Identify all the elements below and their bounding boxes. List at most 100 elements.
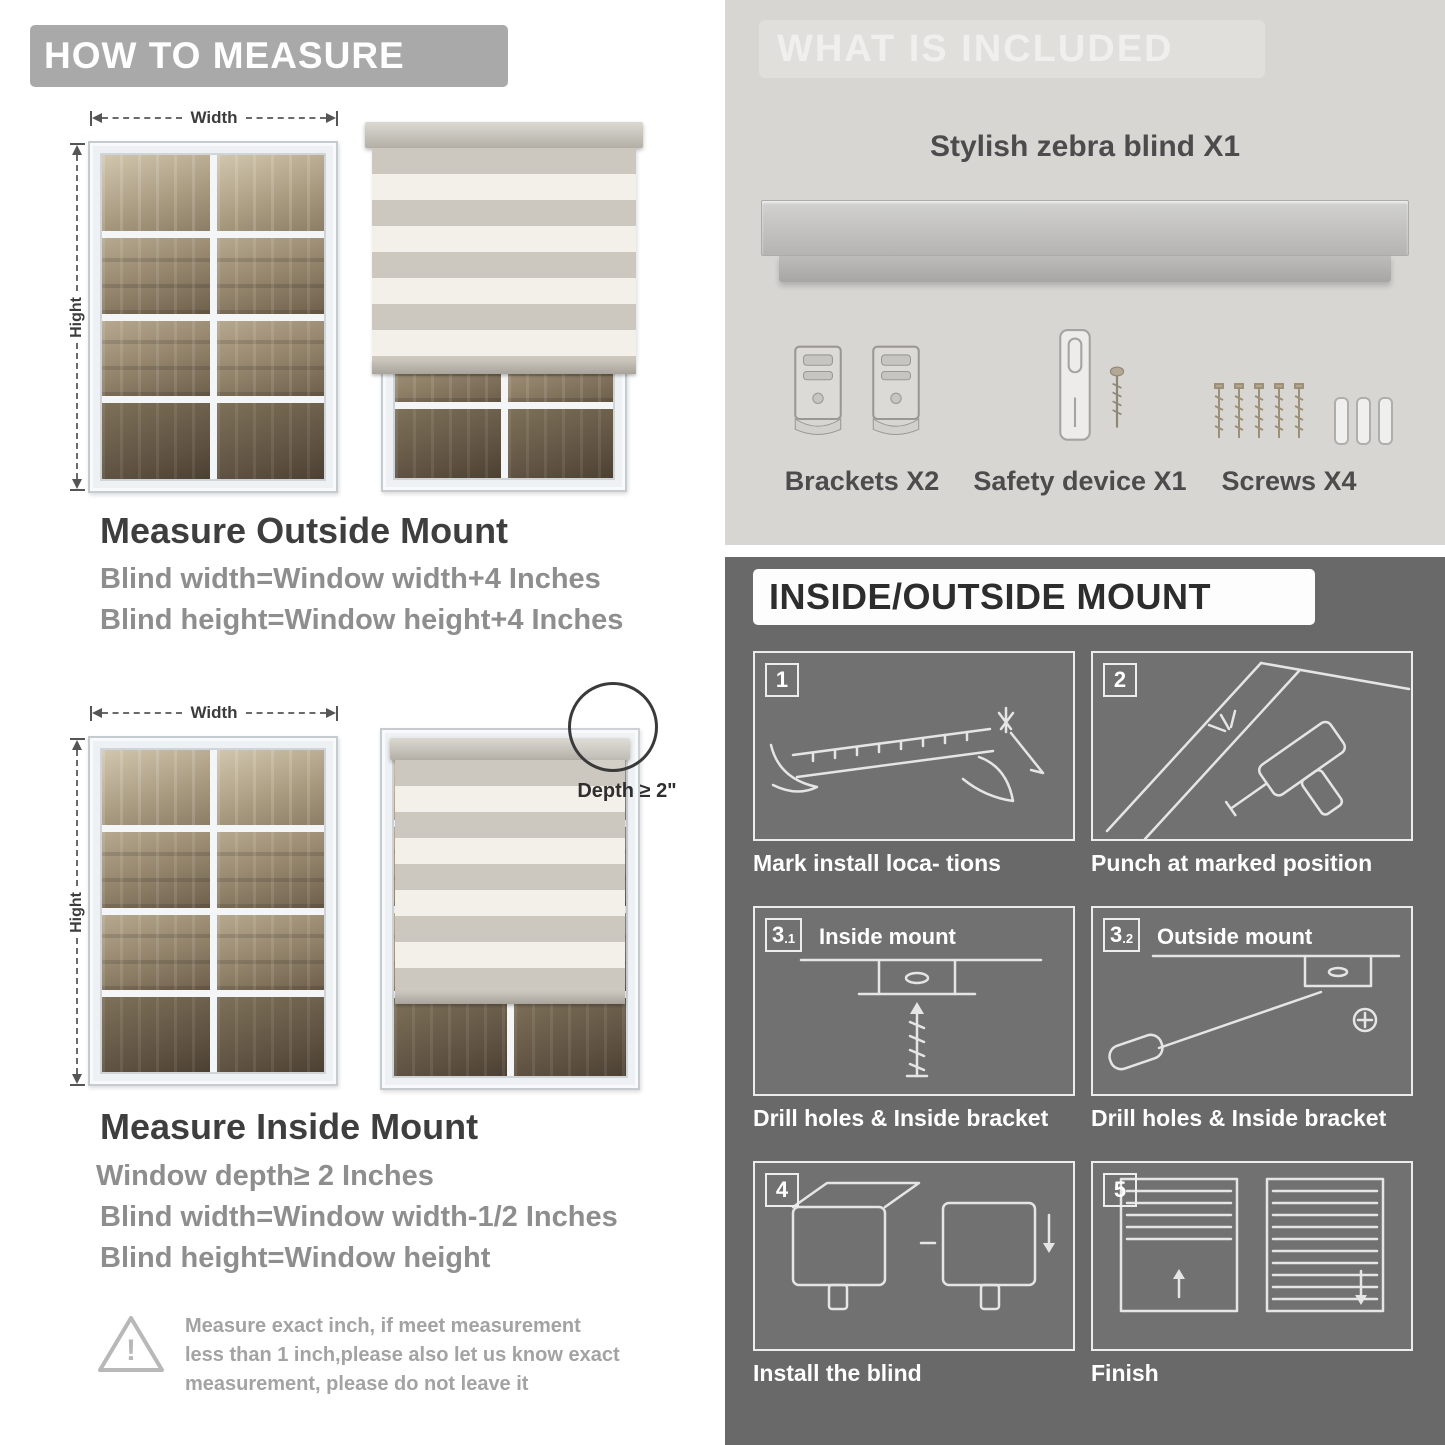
what-is-included-section: WHAT IS INCLUDED Stylish zebra blind X1 bbox=[725, 0, 1445, 545]
outside-mount-blind-illustration bbox=[365, 122, 643, 494]
step-caption: Drill holes & Inside bracket bbox=[1091, 1105, 1387, 1131]
brackets-label: Brackets X2 bbox=[784, 466, 940, 496]
recessed-blind bbox=[390, 738, 630, 1080]
arrow-up-icon bbox=[72, 740, 82, 750]
step-2: 2 Punch at marked position bbox=[1091, 651, 1413, 877]
step-number: 5 bbox=[1103, 1173, 1137, 1207]
window-depth-rule: Window depth≥ 2 Inches bbox=[96, 1160, 434, 1192]
step-2-panel: 2 bbox=[1091, 651, 1413, 841]
arrow-dash bbox=[245, 117, 326, 119]
arrow-down-icon bbox=[72, 1074, 82, 1084]
width-label: Width bbox=[190, 108, 238, 127]
depth-callout-circle bbox=[568, 682, 658, 772]
arrow-right-icon bbox=[326, 708, 336, 718]
step-4-panel: 4 bbox=[753, 1161, 1075, 1351]
step-number: 4 bbox=[765, 1173, 799, 1207]
height-label: Hight bbox=[68, 891, 85, 933]
step-1: 1 Mark install loca- tions bbox=[753, 651, 1075, 877]
zebra-shade bbox=[372, 148, 636, 360]
arrow-left-icon bbox=[92, 708, 102, 718]
drill-icon bbox=[1105, 661, 1411, 839]
warning-text: Measure exact inch, if meet measurement … bbox=[185, 1315, 620, 1395]
inside-mount-blind-illustration bbox=[380, 728, 640, 1090]
arrow-dash bbox=[76, 155, 78, 291]
blind-bottom-rail bbox=[372, 360, 636, 374]
blind-width-formula: Blind width=Window width-1/2 Inches bbox=[100, 1201, 618, 1233]
inside-bracket-icon bbox=[799, 958, 1043, 1078]
step-1-panel: 1 bbox=[753, 651, 1075, 841]
warning-triangle-icon: ! bbox=[98, 1316, 164, 1372]
step-number: 3.1 bbox=[765, 918, 803, 952]
zebra-blind-label: Stylish zebra blind X1 bbox=[929, 130, 1241, 163]
arrow-right-icon bbox=[326, 113, 336, 123]
step-4: 4 Install the blind bbox=[753, 1161, 1075, 1387]
blind-headrail bbox=[365, 122, 643, 148]
blind-headrail bbox=[390, 738, 630, 760]
blind-bottom-rail bbox=[395, 992, 625, 1004]
arrow-tick bbox=[90, 705, 92, 721]
arrow-tick bbox=[336, 110, 338, 126]
arrow-dash bbox=[102, 712, 183, 714]
safety-device-icon bbox=[1055, 328, 1125, 446]
measure-warning: ! Measure exact inch, if meet measuremen… bbox=[95, 1312, 640, 1399]
blind-height-formula: Blind height=Window height+4 Inches bbox=[100, 604, 624, 636]
screws-label: Screws X4 bbox=[1221, 466, 1357, 496]
height-arrow: Hight bbox=[68, 143, 86, 491]
inside-mount-title: Measure Inside Mount bbox=[100, 1106, 479, 1147]
inside-outside-mount-section: INSIDE/OUTSIDE MOUNT 1 Mark install loca… bbox=[725, 557, 1445, 1445]
zebra-shade bbox=[395, 760, 625, 992]
blind-height-formula: Blind height=Window height bbox=[100, 1242, 491, 1274]
depth-label: Depth ≥ 2" bbox=[577, 780, 677, 802]
arrow-tick bbox=[69, 489, 85, 491]
inside-outside-mount-header: INSIDE/OUTSIDE MOUNT bbox=[753, 569, 1315, 625]
safety-device-label: Safety device X1 bbox=[973, 466, 1187, 496]
arrow-dash bbox=[76, 938, 78, 1074]
headrail-illustration bbox=[761, 200, 1409, 256]
width-label: Width bbox=[190, 703, 238, 722]
outside-mount-figure: Width Hight bbox=[68, 105, 650, 497]
window-panes bbox=[100, 748, 326, 1074]
headrail-lip-illustration bbox=[779, 256, 1391, 282]
step-caption: Install the blind bbox=[753, 1360, 922, 1386]
window-illustration bbox=[88, 736, 338, 1086]
anchors-icon bbox=[1334, 397, 1393, 445]
outside-bracket-icon bbox=[1108, 954, 1401, 1071]
screws-icon bbox=[1211, 380, 1395, 452]
step-label: Outside mount bbox=[1157, 924, 1313, 949]
arrow-tick bbox=[69, 143, 85, 145]
step-number: 1 bbox=[765, 663, 799, 697]
arrow-dash bbox=[245, 712, 326, 714]
svg-text:!: ! bbox=[126, 1334, 136, 1367]
measuring-tape-icon bbox=[769, 706, 1045, 803]
step-3-2: 3.2 Outside mount Drill holes & Inside b… bbox=[1091, 906, 1413, 1132]
brackets-icon bbox=[787, 340, 927, 436]
width-arrow: Width bbox=[90, 108, 338, 127]
screw-set-icon bbox=[1214, 383, 1304, 438]
step-caption: Punch at marked position bbox=[1091, 850, 1373, 876]
window-illustration bbox=[88, 141, 338, 493]
inside-mount-figure: Width Hight Depth ≥ 2" bbox=[68, 682, 677, 1094]
arrow-dash bbox=[76, 343, 78, 479]
blind-width-formula: Blind width=Window width+4 Inches bbox=[100, 563, 601, 595]
height-label: Hight bbox=[68, 296, 85, 338]
step-number: 2 bbox=[1103, 663, 1137, 697]
finish-blinds-icon bbox=[1119, 1177, 1385, 1313]
step-3-1-panel: 3.1 Inside mount bbox=[753, 906, 1075, 1096]
arrow-dash bbox=[76, 750, 78, 886]
step-3-1: 3.1 Inside mount Drill holes & Inside br… bbox=[753, 906, 1075, 1132]
width-arrow: Width bbox=[90, 703, 338, 722]
arrow-tick bbox=[69, 738, 85, 740]
step-3-2-panel: 3.2 Outside mount bbox=[1091, 906, 1413, 1096]
how-to-measure-header: HOW TO MEASURE bbox=[30, 25, 508, 87]
step-caption: Finish bbox=[1091, 1360, 1159, 1386]
step-caption: Drill holes & Inside bracket bbox=[753, 1105, 1049, 1131]
height-arrow: Hight bbox=[68, 738, 86, 1086]
arrow-down-icon bbox=[72, 479, 82, 489]
what-is-included-header: WHAT IS INCLUDED bbox=[759, 20, 1265, 78]
arrow-up-icon bbox=[72, 145, 82, 155]
window-panes bbox=[100, 153, 326, 481]
arrow-dash bbox=[102, 117, 183, 119]
arrow-tick bbox=[69, 1084, 85, 1086]
step-caption: Mark install loca- tions bbox=[753, 850, 1001, 876]
outside-mount-title: Measure Outside Mount bbox=[100, 510, 509, 551]
